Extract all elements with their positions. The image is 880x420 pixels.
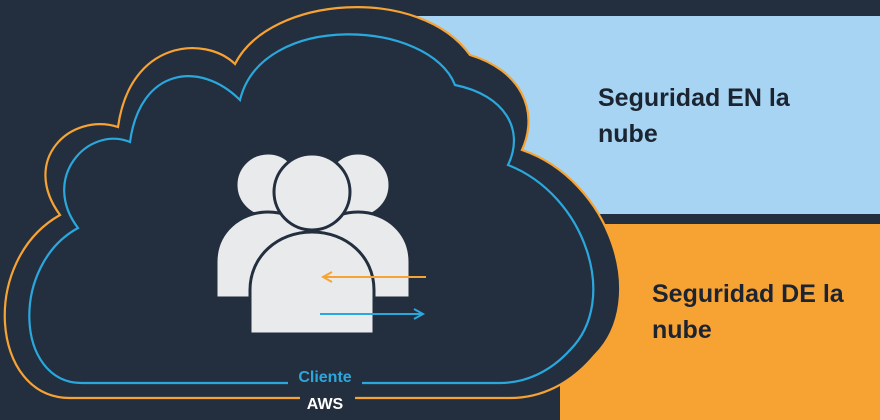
customer-label: Cliente bbox=[288, 367, 362, 388]
cloud-blue-outline bbox=[28, 33, 595, 385]
arrow-left-icon bbox=[320, 271, 426, 283]
security-of-cloud-label: Seguridad DE la nube bbox=[652, 280, 844, 344]
people-group-icon bbox=[214, 151, 412, 336]
security-in-cloud-label: Seguridad EN la nube bbox=[598, 84, 790, 148]
arrow-right-icon bbox=[320, 308, 426, 320]
aws-label: AWS bbox=[300, 394, 350, 416]
